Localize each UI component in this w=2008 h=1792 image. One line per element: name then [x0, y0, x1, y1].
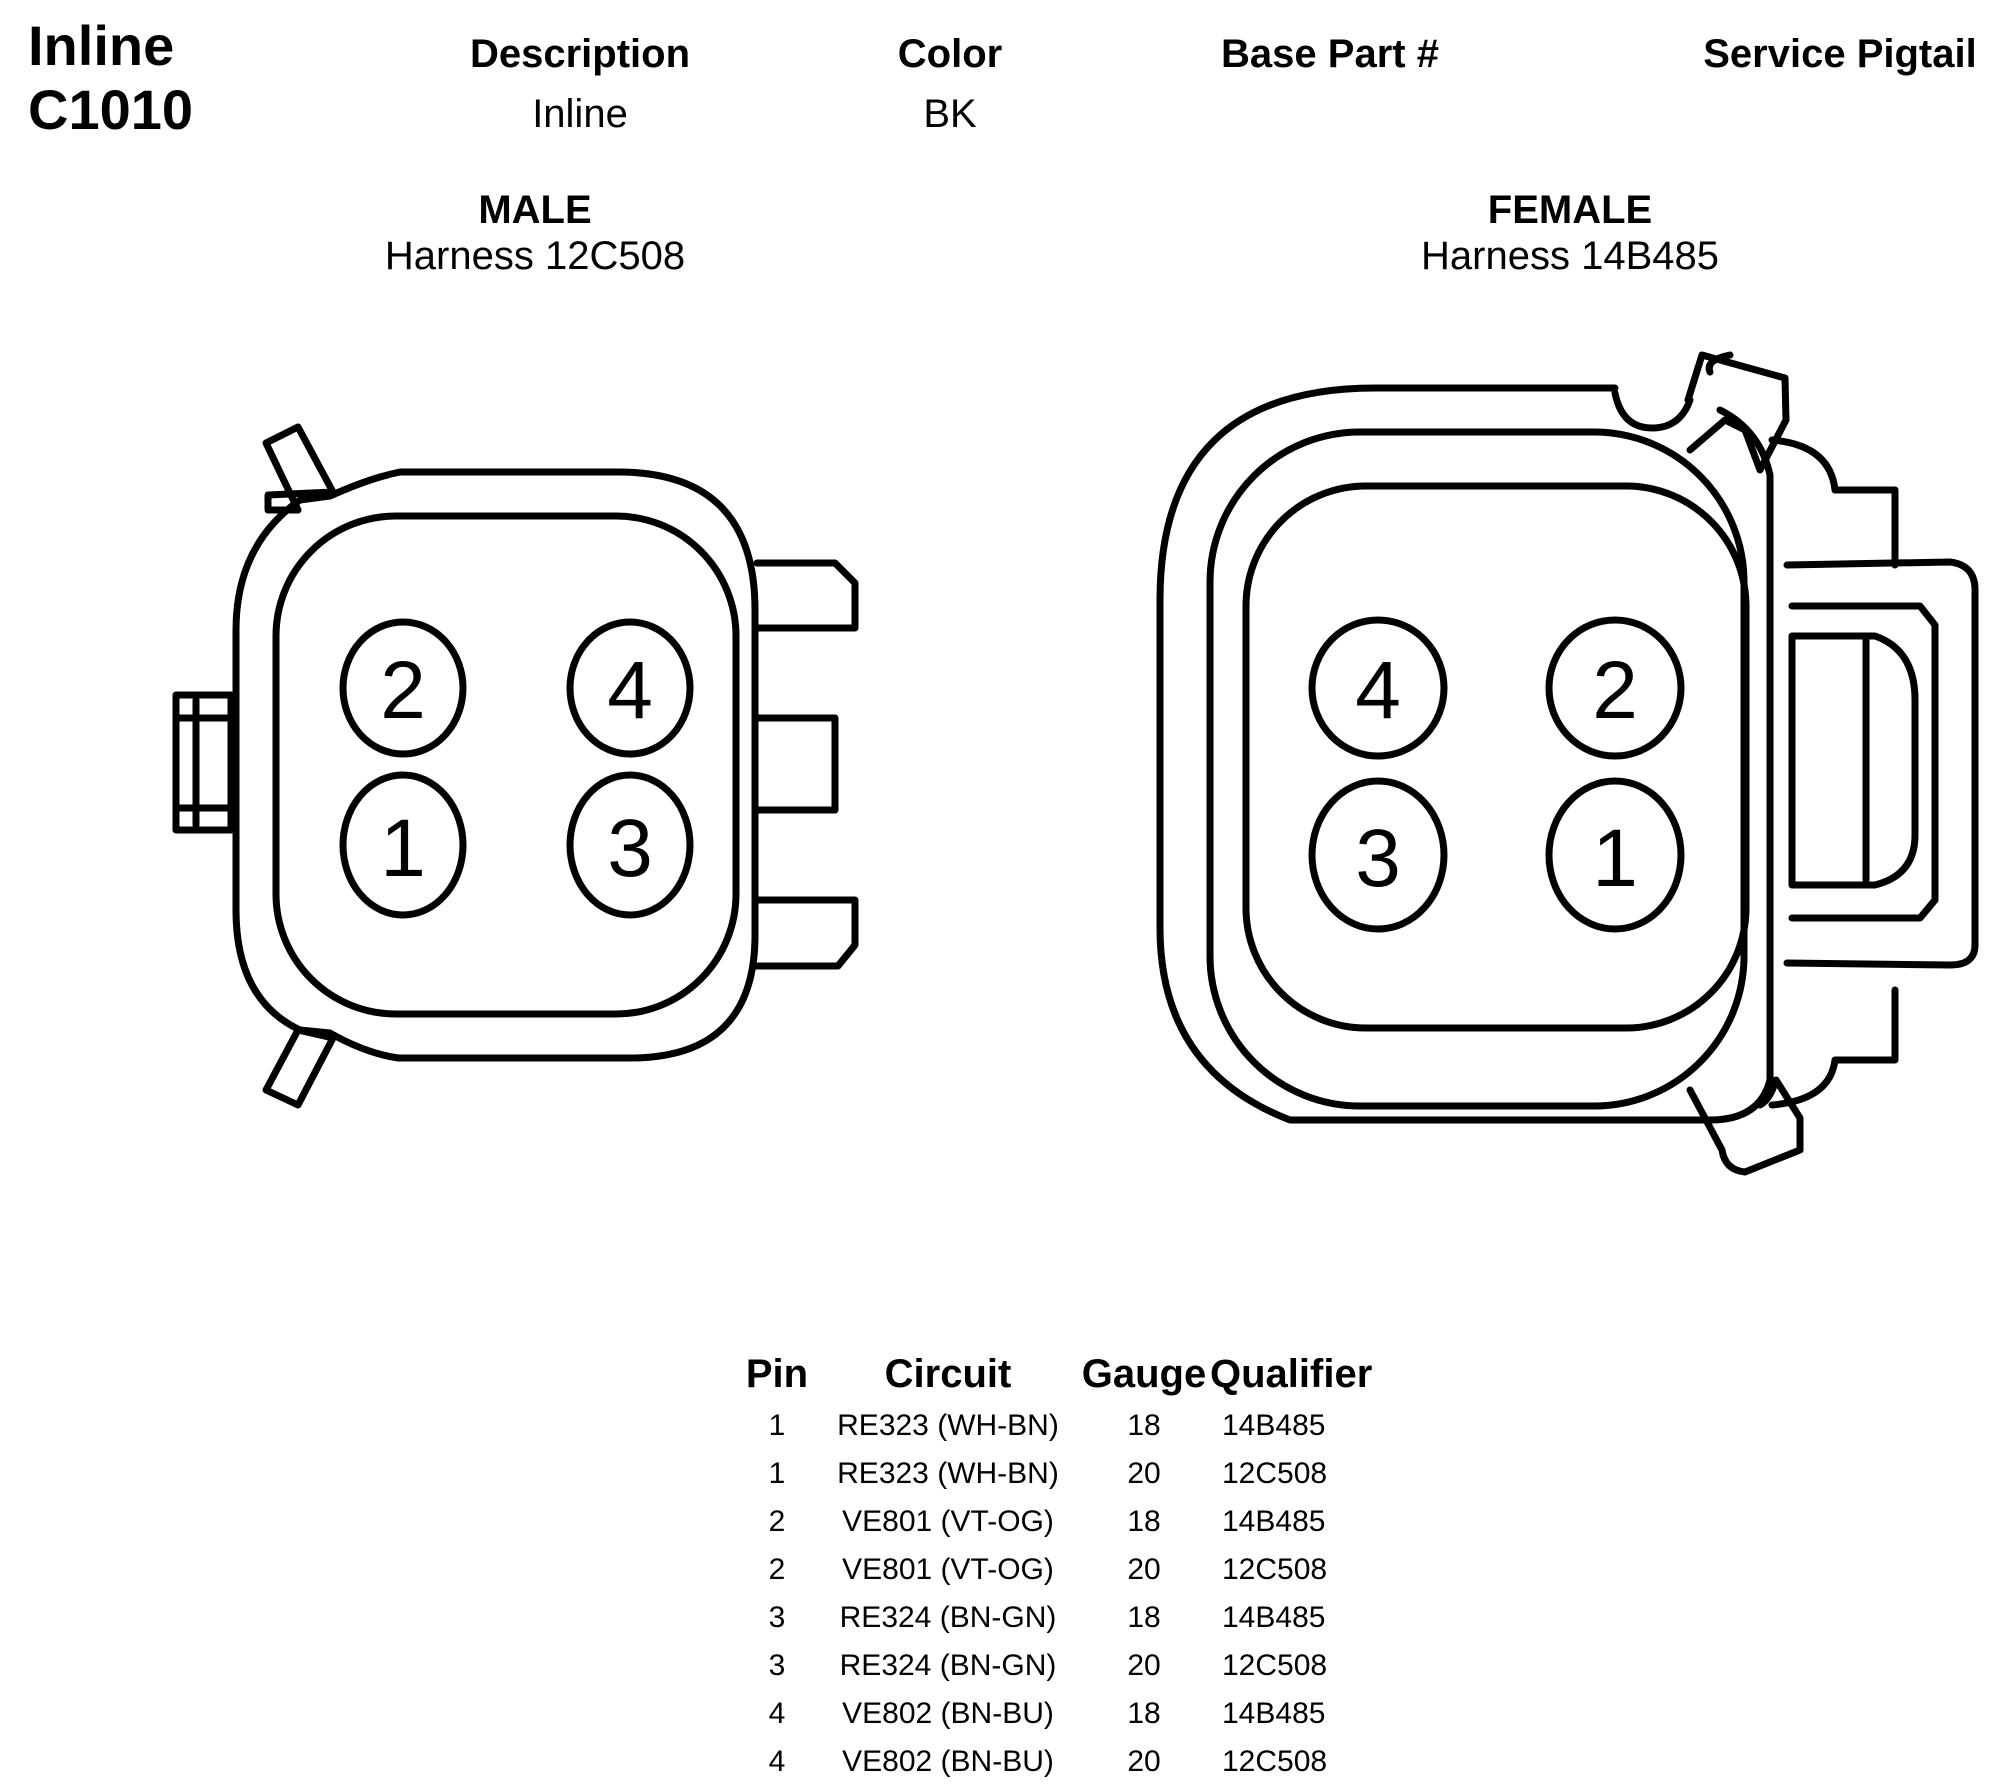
pin-cell: 3: [768, 1649, 786, 1682]
gauge-cell: 20: [1127, 1649, 1161, 1682]
qualifier-header: Qualifier: [1210, 1351, 1373, 1396]
service-pigtail-label: Service Pigtail: [1703, 32, 1977, 76]
qualifier-cell: 14B485: [1222, 1409, 1326, 1442]
female-connector: [1156, 351, 1979, 1176]
qualifier-cell: 14B485: [1222, 1505, 1326, 1538]
male-harness: Harness 12C508: [384, 234, 686, 278]
circuit-cell: RE323 (WH-BN): [837, 1457, 1059, 1490]
male-right-tab-top: [753, 559, 859, 632]
table-row: 2 VE801 (VT-OG) 18 14B485: [736, 1498, 1382, 1546]
male-label: MALE: [478, 188, 592, 232]
color-value: BK: [923, 92, 977, 136]
connector-id: C1010: [28, 78, 194, 141]
female-pin-cavity: [1545, 777, 1685, 933]
table-row: 4 VE802 (BN-BU) 18 14B485: [736, 1690, 1382, 1738]
male-connector: [172, 423, 859, 1109]
qualifier-cell: 12C508: [1222, 1745, 1328, 1778]
male-housing-outer: [232, 468, 759, 1062]
female-lock-arm-top: [1684, 351, 1790, 474]
gauge-cell: 20: [1127, 1745, 1161, 1778]
male-latch-bottom: [262, 1026, 337, 1109]
female-pin-number: 4: [1355, 645, 1401, 736]
circuit-cell: VE802 (BN-BU): [842, 1745, 1054, 1778]
female-latch-window: [1788, 632, 1919, 889]
female-lock-arm-bottom: [1686, 1076, 1804, 1176]
qualifier-cell: 12C508: [1222, 1553, 1328, 1586]
pin-table: Pin Circuit Gauge Qualifier 1 RE323 (WH-…: [736, 1346, 1382, 1786]
gauge-header: Gauge: [1081, 1351, 1207, 1396]
male-pin-number: 1: [380, 803, 426, 894]
connector-title: Inline C1010: [28, 14, 193, 142]
male-right-tab-bottom: [753, 896, 859, 970]
pin-cell: 3: [768, 1601, 786, 1634]
pin-header: Pin: [745, 1351, 809, 1396]
description-label: Description: [469, 32, 691, 76]
male-pin-number: 3: [607, 803, 653, 894]
pin-cell: 2: [768, 1553, 786, 1586]
female-pin-number: 3: [1355, 813, 1401, 904]
pin-table-header: Pin Circuit Gauge Qualifier: [736, 1346, 1382, 1402]
female-pin-cavity: [1308, 777, 1448, 933]
gauge-cell: 18: [1127, 1601, 1161, 1634]
connector-title-line1: Inline: [28, 14, 175, 77]
color-label: Color: [897, 32, 1003, 76]
female-pin-number: 2: [1592, 645, 1638, 736]
base-part-label: Base Part #: [1221, 32, 1439, 76]
female-housing-outer: [1156, 384, 1774, 1124]
pin-cell: 2: [768, 1505, 786, 1538]
pin-cell: 1: [768, 1409, 786, 1442]
circuit-header: Circuit: [884, 1351, 1012, 1396]
male-right-tab-mid: [753, 714, 839, 814]
female-right-flange: [1768, 436, 1899, 569]
male-latch-top: [262, 423, 337, 514]
gauge-cell: 18: [1127, 1505, 1161, 1538]
table-row: 2 VE801 (VT-OG) 20 12C508: [736, 1546, 1382, 1594]
qualifier-cell: 12C508: [1222, 1457, 1328, 1490]
circuit-cell: RE323 (WH-BN): [837, 1409, 1059, 1442]
qualifier-cell: 14B485: [1222, 1697, 1326, 1730]
female-right-latch: [1783, 558, 1979, 969]
female-housing-inner: [1242, 482, 1750, 1032]
female-harness: Harness 14B485: [1421, 234, 1719, 278]
gauge-cell: 18: [1127, 1697, 1161, 1730]
male-pin-cavity: [339, 771, 467, 919]
circuit-cell: RE324 (BN-GN): [839, 1649, 1057, 1682]
table-row: 4 VE802 (BN-BU) 20 12C508: [736, 1738, 1382, 1786]
male-housing-inner: [272, 512, 740, 1018]
female-pin-cavity: [1308, 616, 1448, 760]
male-pin-number: 4: [607, 645, 653, 736]
female-pin-number: 1: [1592, 813, 1638, 904]
gauge-cell: 18: [1127, 1409, 1161, 1442]
circuit-cell: VE801 (VT-OG): [842, 1505, 1054, 1538]
qualifier-cell: 14B485: [1222, 1601, 1326, 1634]
male-left-key: [172, 691, 235, 834]
description-value: Inline: [532, 92, 628, 136]
circuit-cell: RE324 (BN-GN): [839, 1601, 1057, 1634]
table-row: 1 RE323 (WH-BN) 18 14B485: [736, 1402, 1382, 1450]
male-pin-number: 2: [380, 645, 426, 736]
pin-cell: 1: [768, 1457, 786, 1490]
table-row: 1 RE323 (WH-BN) 20 12C508: [736, 1450, 1382, 1498]
male-pin-cavity: [339, 618, 467, 758]
pin-cell: 4: [768, 1745, 786, 1778]
table-row: 3 RE324 (BN-GN) 20 12C508: [736, 1642, 1382, 1690]
circuit-cell: VE801 (VT-OG): [842, 1553, 1054, 1586]
gauge-cell: 20: [1127, 1457, 1161, 1490]
male-pin-cavity: [566, 618, 694, 758]
male-pin-cavity: [566, 771, 694, 919]
gauge-cell: 20: [1127, 1553, 1161, 1586]
female-label: FEMALE: [1487, 188, 1653, 232]
female-pin-cavity: [1545, 616, 1685, 760]
circuit-cell: VE802 (BN-BU): [842, 1697, 1054, 1730]
table-row: 3 RE324 (BN-GN) 18 14B485: [736, 1594, 1382, 1642]
pin-cell: 4: [768, 1697, 786, 1730]
female-top-notch: [1611, 389, 1694, 432]
qualifier-cell: 12C508: [1222, 1649, 1328, 1682]
